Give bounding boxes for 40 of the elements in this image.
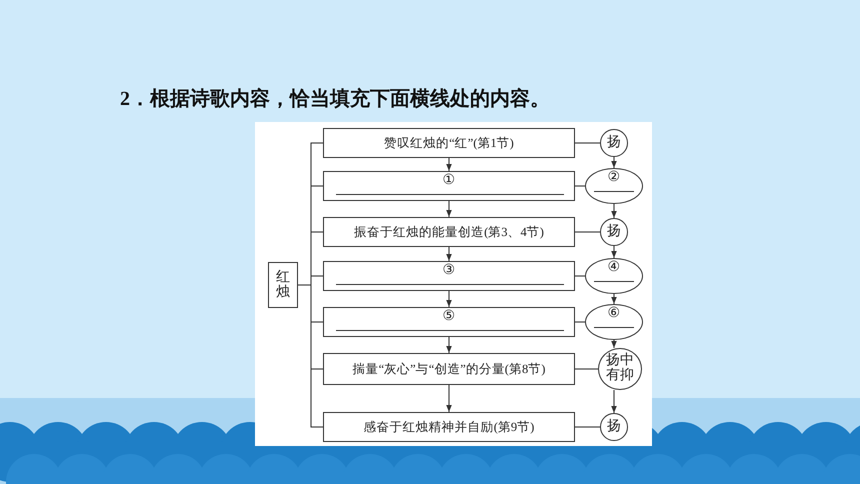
process-box xyxy=(323,217,575,247)
arrow xyxy=(446,336,452,354)
process-box xyxy=(323,171,575,201)
process-box xyxy=(323,261,575,291)
node-text: 扬 xyxy=(607,418,621,436)
node-text: 揣量“灰心”与“创造”的分量(第8节) xyxy=(352,362,546,376)
node-text: 感奋于红烛精神并自励(第9节) xyxy=(364,420,534,434)
topic-box xyxy=(268,262,298,308)
node-text: 红烛 xyxy=(276,270,290,300)
node-text: ④ xyxy=(608,260,620,276)
question-text: 2．根据诗歌内容，恰当填充下面横线处的内容。 xyxy=(120,86,550,112)
node-text: 扬 xyxy=(607,224,621,240)
connector-line xyxy=(574,142,600,144)
arrow xyxy=(611,156,617,168)
connector-line xyxy=(574,368,598,370)
arrow xyxy=(611,340,617,348)
process-box xyxy=(323,307,575,337)
node-text: 扬中有抑 xyxy=(605,354,635,384)
process-box xyxy=(323,128,575,158)
process-box xyxy=(323,412,575,442)
arrow xyxy=(446,246,452,262)
node-text: ⑥ xyxy=(608,306,620,322)
connector-line xyxy=(574,426,600,428)
node-text: 振奋于红烛的能量创造(第3、4节) xyxy=(354,224,544,240)
arrow xyxy=(611,246,617,258)
node-text: ① xyxy=(442,173,456,190)
node-text: 扬 xyxy=(607,134,621,152)
arrow xyxy=(446,158,452,172)
arrow xyxy=(611,390,617,414)
node-text: ⑤ xyxy=(442,309,456,326)
arrow xyxy=(446,384,452,412)
node-text: ② xyxy=(608,170,620,186)
arrow xyxy=(446,200,452,218)
arrow xyxy=(611,294,617,304)
node-text: ③ xyxy=(442,263,456,280)
node-text: 赞叹红烛的“红”(第1节) xyxy=(384,136,514,150)
process-box xyxy=(323,353,575,385)
connector-line xyxy=(298,284,324,428)
arrow xyxy=(446,290,452,308)
arrow xyxy=(611,204,617,218)
